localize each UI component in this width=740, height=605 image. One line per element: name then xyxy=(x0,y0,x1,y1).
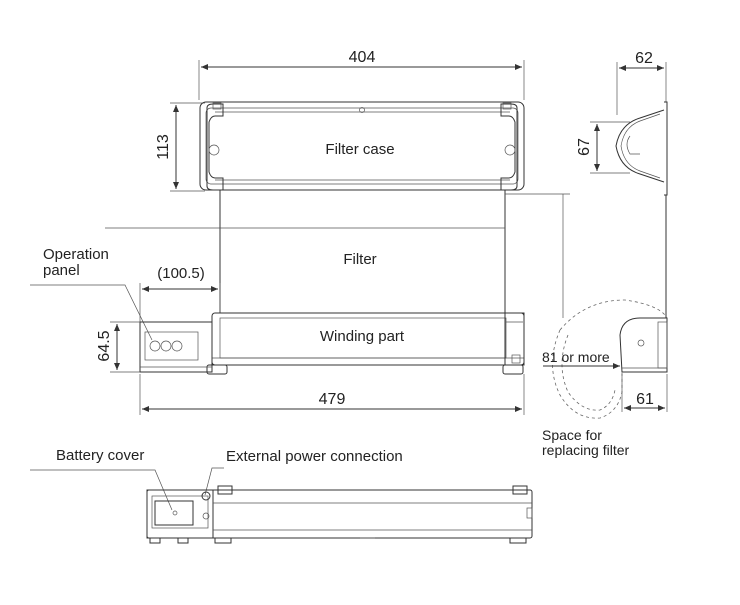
front-view: 404 113 Filter case xyxy=(30,49,570,415)
side-winding-unit xyxy=(552,299,668,419)
label-filter: Filter xyxy=(343,251,376,268)
dim-height-67: 67 xyxy=(576,121,630,174)
dim-label-67: 67 xyxy=(576,138,593,156)
dim-depth-61: 61 xyxy=(621,374,668,412)
dim-label-113: 113 xyxy=(155,134,172,160)
dim-clearance-81: 81 or more xyxy=(542,349,620,369)
filter-sheet: Filter xyxy=(105,190,570,318)
label-battery-cover: Battery cover xyxy=(56,447,144,464)
filter-case: Filter case xyxy=(199,101,525,191)
dim-offset-100-5: (100.5) xyxy=(139,265,221,322)
panel-button-icon xyxy=(160,340,172,352)
label-winding-part: Winding part xyxy=(320,328,405,345)
dim-label-62: 62 xyxy=(635,50,653,67)
panel-button-icon xyxy=(149,340,161,352)
bottom-view: Battery cover External power connection xyxy=(30,447,533,544)
side-view: 62 67 81 or xyxy=(542,50,668,458)
dim-label-404: 404 xyxy=(349,49,376,66)
side-case-profile xyxy=(615,101,668,318)
dim-width-404: 404 xyxy=(198,49,525,100)
dim-label-61: 61 xyxy=(636,391,654,408)
label-external-power: External power connection xyxy=(226,448,403,465)
dim-height-64-5: 64.5 xyxy=(96,321,140,373)
operation-panel xyxy=(139,321,213,373)
label-filter-case: Filter case xyxy=(325,141,394,158)
label-operation-panel-1: Operation xyxy=(43,246,109,263)
battery-cover xyxy=(154,500,194,526)
dim-label-100-5: (100.5) xyxy=(157,265,205,282)
power-jack-icon xyxy=(201,491,211,501)
dim-width-479: 479 xyxy=(139,374,525,415)
dim-label-81: 81 or more xyxy=(542,349,610,365)
winding-part: Winding part xyxy=(206,312,525,375)
space-note-line2: replacing filter xyxy=(542,442,629,458)
space-note-line1: Space for xyxy=(542,427,602,443)
dim-height-113: 113 xyxy=(155,102,205,192)
label-operation-panel-2: panel xyxy=(43,262,80,279)
dim-label-64-5: 64.5 xyxy=(96,330,113,361)
dim-label-479: 479 xyxy=(319,391,346,408)
dim-depth-62: 62 xyxy=(616,50,667,115)
panel-button-icon xyxy=(171,340,183,352)
operation-panel-callout: Operation panel xyxy=(30,246,153,341)
